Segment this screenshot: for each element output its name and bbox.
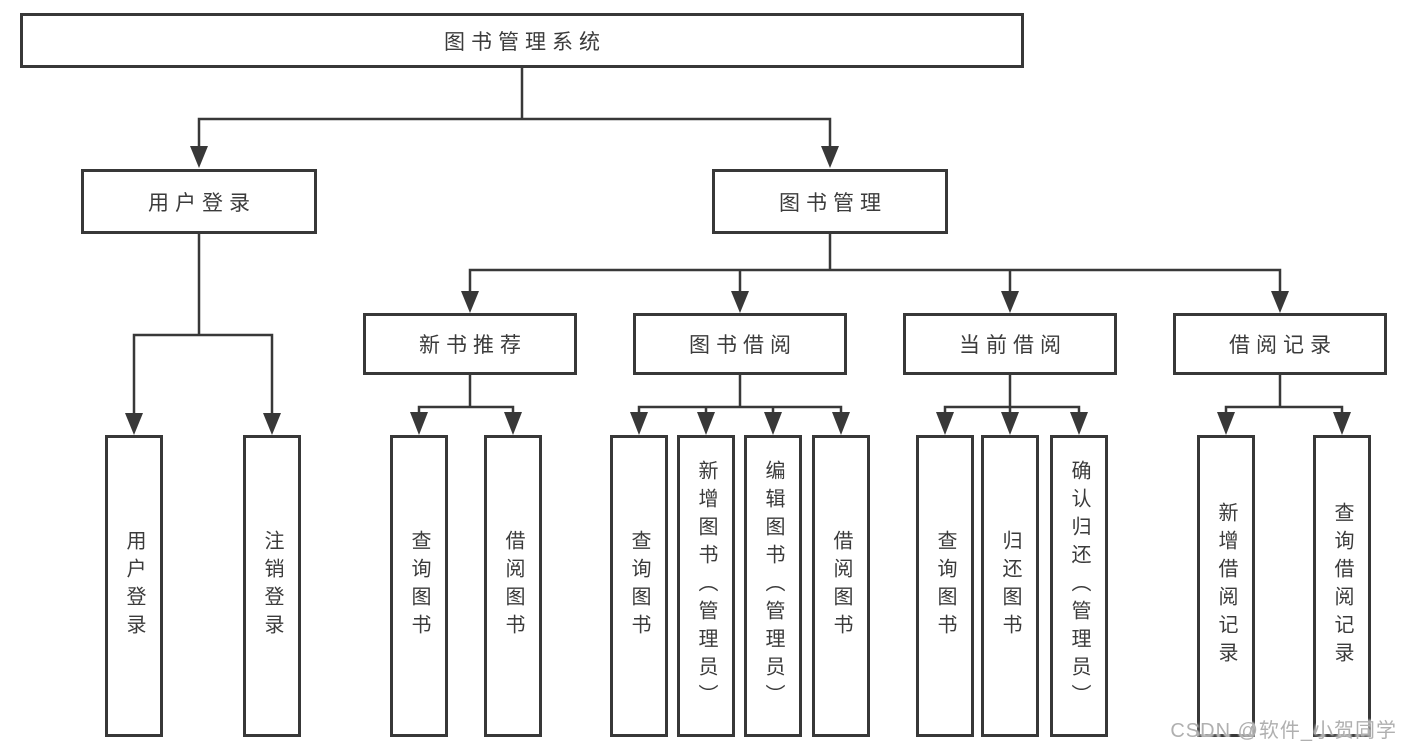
leaf-logout-label: 注销登录 xyxy=(261,530,283,642)
node-current-borrowing: 当前借阅 xyxy=(903,313,1117,375)
node-book-borrowing-label: 图书借阅 xyxy=(689,334,797,357)
leaf-return-books: 归还图书 xyxy=(981,435,1039,737)
connector-current-borrow-children xyxy=(936,374,1088,435)
leaf-return-books-label: 归还图书 xyxy=(999,530,1021,642)
connector-borrow-records-children xyxy=(1217,374,1351,435)
node-borrowing-records: 借阅记录 xyxy=(1173,313,1387,375)
node-borrowing-records-label: 借阅记录 xyxy=(1229,334,1337,357)
connector-new-book-children xyxy=(410,374,522,435)
node-book-borrowing: 图书借阅 xyxy=(633,313,847,375)
leaf-add-borrow-record: 新增借阅记录 xyxy=(1197,435,1255,737)
leaf-query-borrow-record-label: 查询借阅记录 xyxy=(1331,502,1353,670)
node-library-management-system-label: 图书管理系统 xyxy=(444,30,606,54)
leaf-query-borrow-record: 查询借阅记录 xyxy=(1313,435,1371,737)
leaf-user-login-label: 用户登录 xyxy=(123,530,145,642)
node-user-login-label: 用户登录 xyxy=(148,191,256,215)
leaf-query-books-1: 查询图书 xyxy=(390,435,448,737)
leaf-edit-books-admin-label: 编辑图书（管理员） xyxy=(762,460,784,712)
leaf-add-books-admin: 新增图书（管理员） xyxy=(677,435,735,737)
leaf-borrow-books-1-label: 借阅图书 xyxy=(502,530,524,642)
leaf-query-books-3: 查询图书 xyxy=(916,435,974,737)
leaf-query-books-2: 查询图书 xyxy=(610,435,668,737)
leaf-add-borrow-record-label: 新增借阅记录 xyxy=(1215,502,1237,670)
leaf-query-books-3-label: 查询图书 xyxy=(934,530,956,642)
connector-user-login-children xyxy=(125,233,281,435)
node-book-management-label: 图书管理 xyxy=(779,191,887,215)
connector-root-to-level1 xyxy=(190,68,839,168)
leaf-borrow-books-2: 借阅图书 xyxy=(812,435,870,737)
leaf-confirm-return-admin-label: 确认归还（管理员） xyxy=(1068,460,1090,712)
node-new-book-recommendation-label: 新书推荐 xyxy=(419,334,527,357)
node-book-management: 图书管理 xyxy=(712,169,948,234)
leaf-borrow-books-1: 借阅图书 xyxy=(484,435,542,737)
connector-book-borrow-children xyxy=(630,374,850,435)
leaf-query-books-2-label: 查询图书 xyxy=(628,530,650,642)
leaf-add-books-admin-label: 新增图书（管理员） xyxy=(695,460,717,712)
node-library-management-system: 图书管理系统 xyxy=(20,13,1024,68)
csdn-watermark: CSDN @软件_小贺同学 xyxy=(1170,720,1397,742)
leaf-confirm-return-admin: 确认归还（管理员） xyxy=(1050,435,1108,737)
leaf-edit-books-admin: 编辑图书（管理员） xyxy=(744,435,802,737)
node-user-login: 用户登录 xyxy=(81,169,317,234)
leaf-user-login: 用户登录 xyxy=(105,435,163,737)
node-new-book-recommendation: 新书推荐 xyxy=(363,313,577,375)
node-current-borrowing-label: 当前借阅 xyxy=(959,334,1067,357)
connector-book-management-children xyxy=(461,233,1289,313)
leaf-borrow-books-2-label: 借阅图书 xyxy=(830,530,852,642)
leaf-query-books-1-label: 查询图书 xyxy=(408,530,430,642)
leaf-logout: 注销登录 xyxy=(243,435,301,737)
